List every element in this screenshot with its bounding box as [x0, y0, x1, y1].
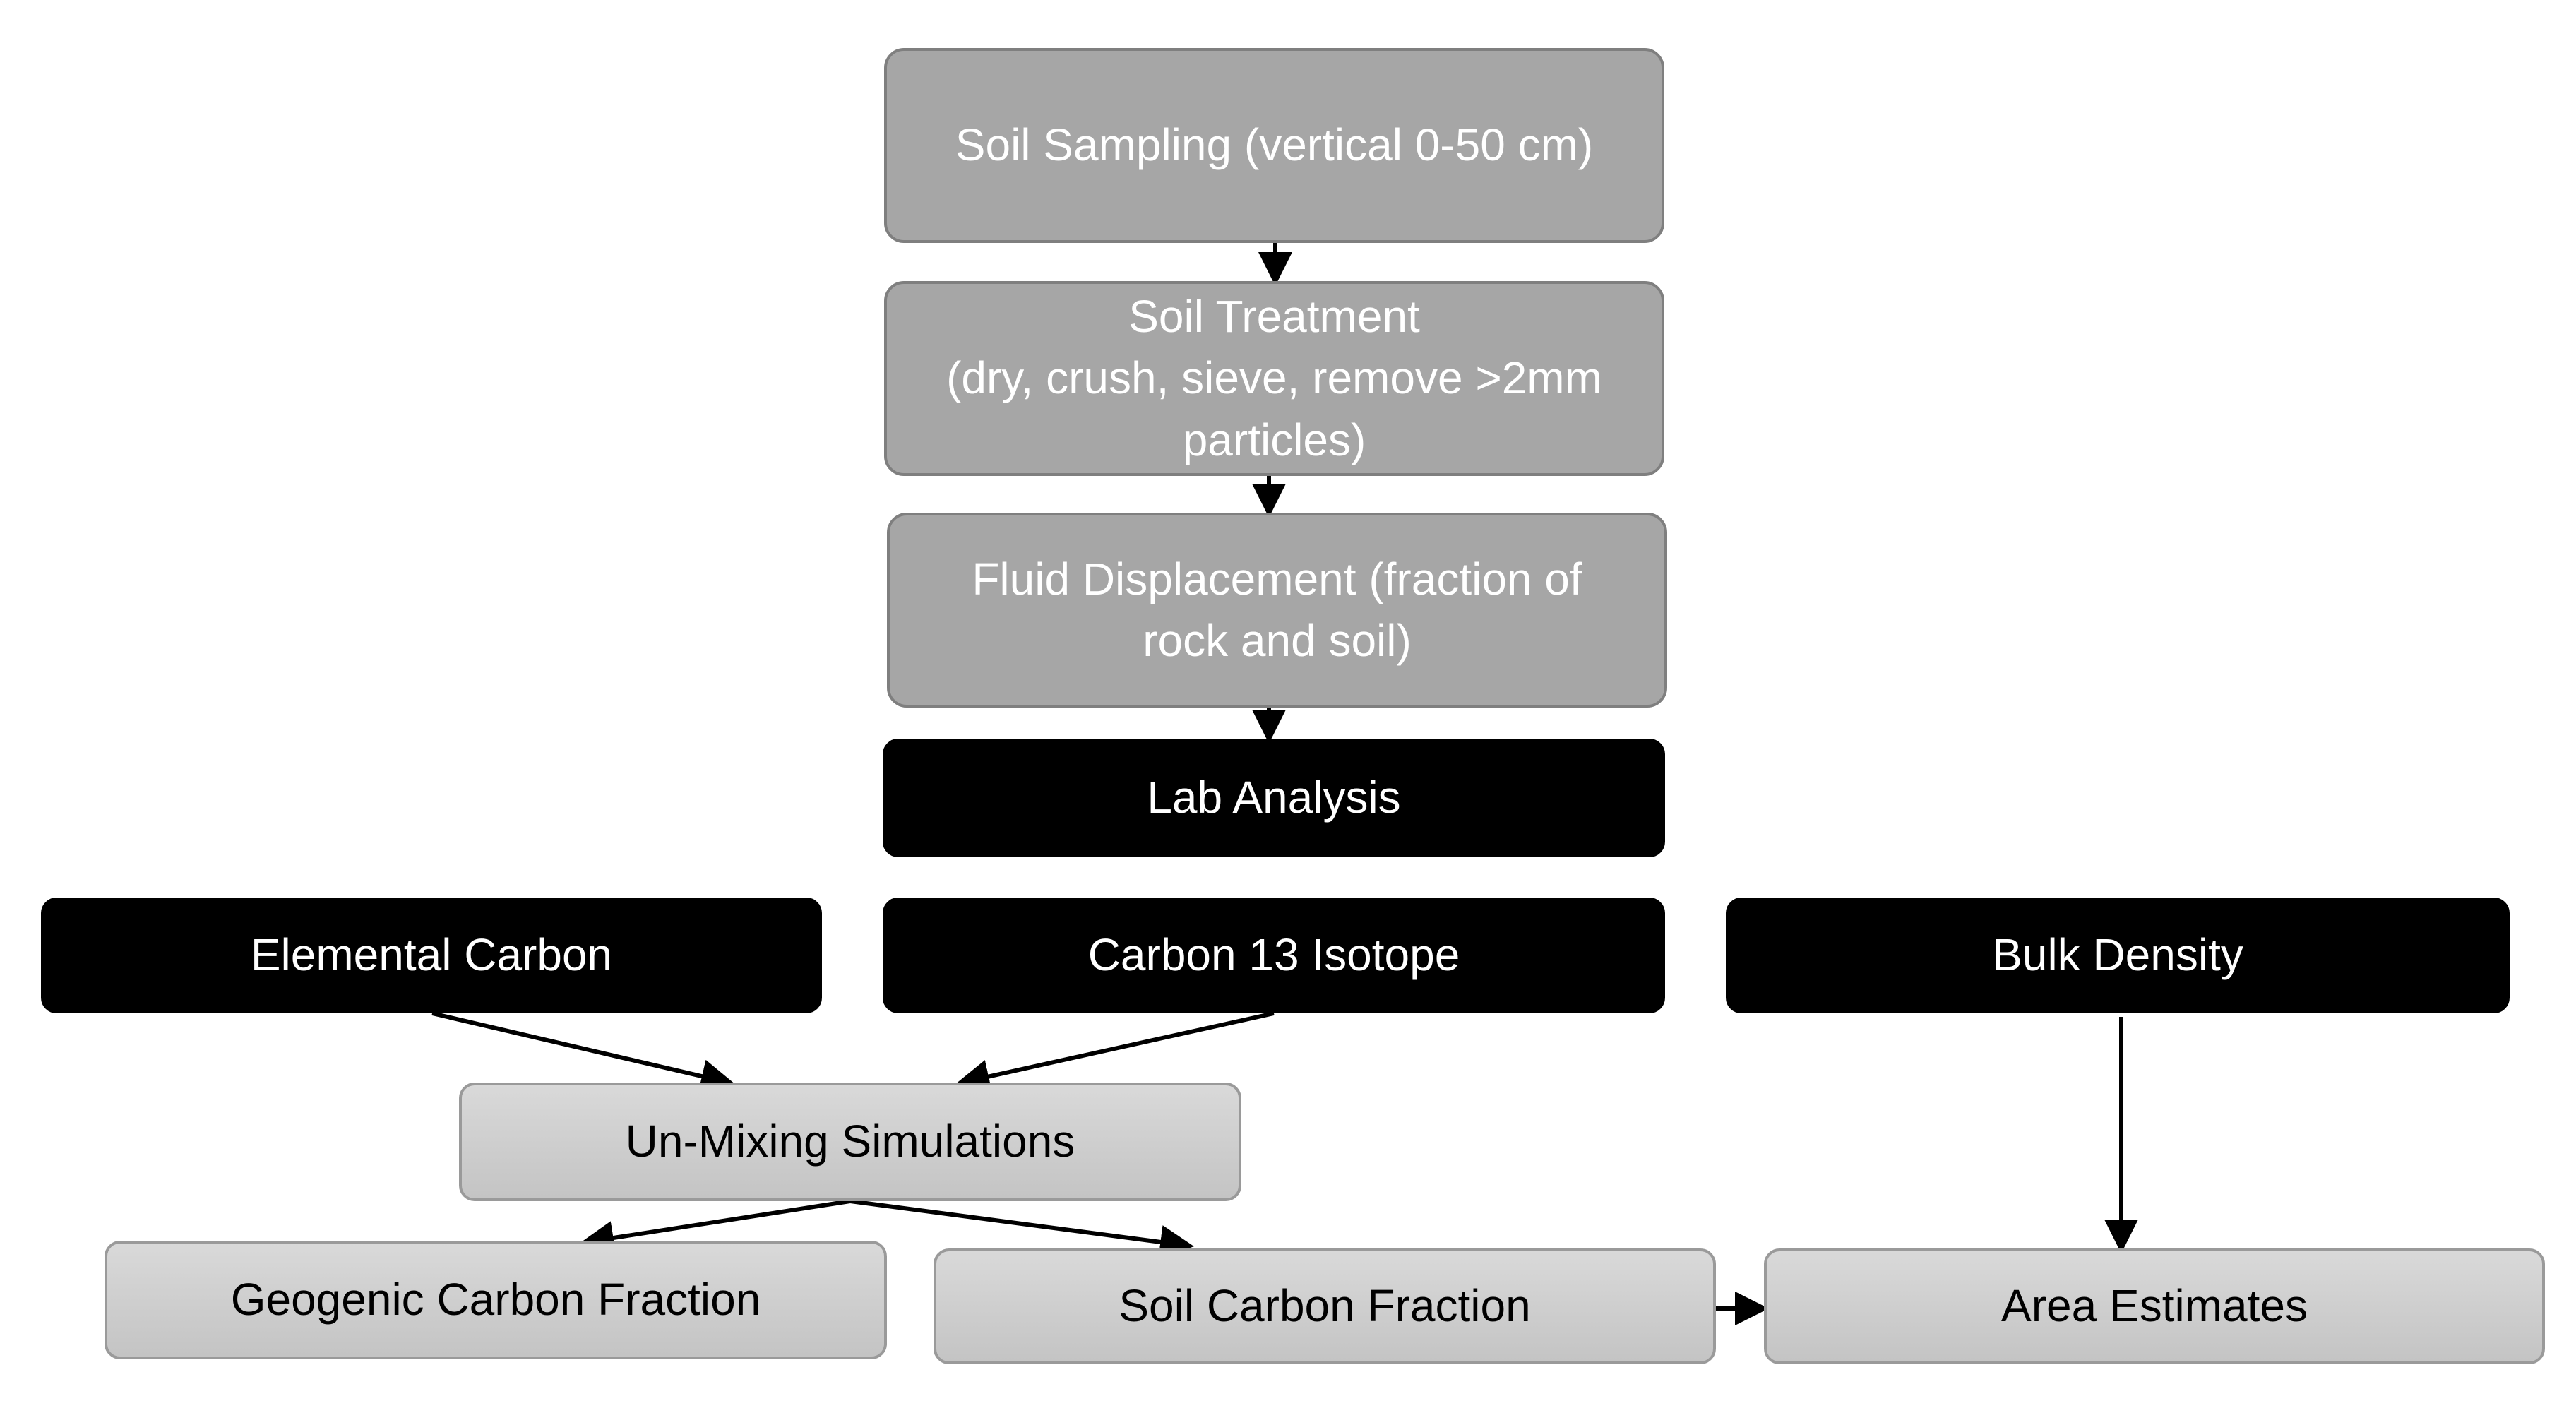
- edge-unmixing-to-geogenic: [580, 1199, 851, 1255]
- edge-elemental-to-unmixing: [431, 1011, 735, 1093]
- node-fluid-displacement: Fluid Displacement (fraction of rock and…: [887, 513, 1667, 708]
- node-un-mixing-simulations: Un-Mixing Simulations: [459, 1083, 1241, 1201]
- node-carbon-13-isotope: Carbon 13 Isotope: [883, 898, 1665, 1013]
- edge-carbon13-to-unmixing: [955, 1011, 1275, 1093]
- node-geogenic-carbon-fraction: Geogenic Carbon Fraction: [105, 1241, 887, 1359]
- node-soil-sampling: Soil Sampling (vertical 0-50 cm): [884, 48, 1664, 243]
- node-soil-carbon-fraction: Soil Carbon Fraction: [934, 1248, 1716, 1364]
- node-bulk-density: Bulk Density: [1726, 898, 2510, 1013]
- edge-unmixing-to-soil-carbon: [849, 1199, 1194, 1259]
- node-soil-treatment: Soil Treatment (dry, crush, sieve, remov…: [884, 281, 1664, 476]
- node-lab-analysis: Lab Analysis: [883, 739, 1665, 857]
- node-area-estimates: Area Estimates: [1764, 1248, 2545, 1364]
- node-elemental-carbon: Elemental Carbon: [41, 898, 822, 1013]
